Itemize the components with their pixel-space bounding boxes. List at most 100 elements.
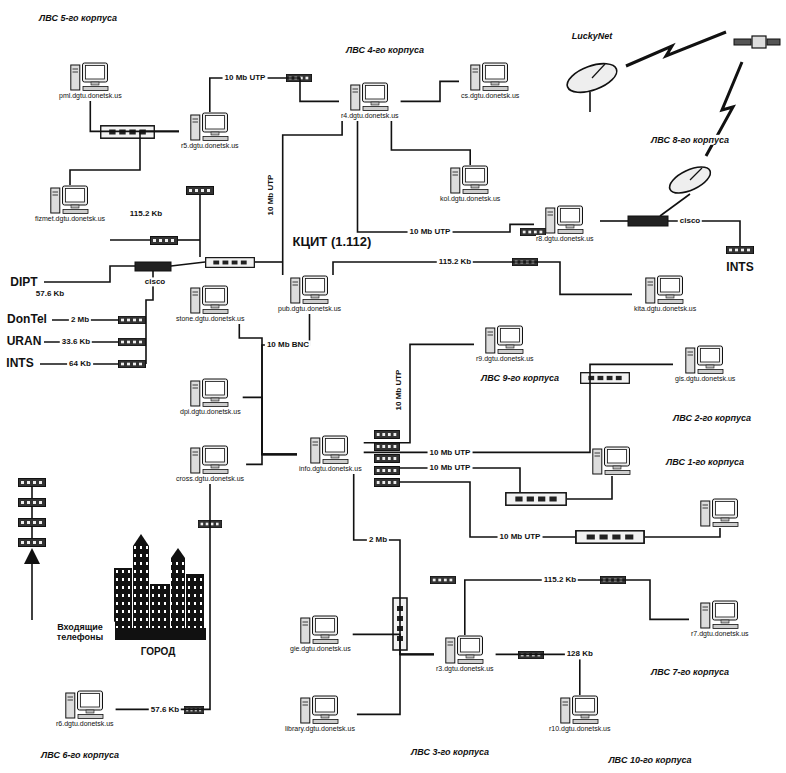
network-label: cisco (678, 216, 702, 225)
computer-icon (301, 696, 338, 724)
computer-icon (470, 62, 510, 92)
computer-icon (191, 113, 228, 141)
arrow-head (24, 548, 40, 564)
wire (567, 476, 612, 499)
link-speed: 10 Mb UTP (266, 173, 275, 218)
host-computer: r4.dgtu.donetsk.us (339, 82, 401, 121)
computer-icon (471, 63, 508, 91)
network-link (210, 78, 339, 112)
wire (589, 92, 591, 112)
network-device (576, 531, 644, 543)
network-label: DIPT (8, 276, 39, 290)
link-speed: 57.6 Kb (149, 705, 181, 714)
network-label: 2 Mb (69, 315, 91, 324)
network-device (628, 216, 668, 226)
host-name: r7.dgtu.donetsk.us (691, 630, 749, 639)
network-link (262, 314, 310, 455)
network-label: 115.2 Kb (128, 209, 164, 218)
workstation-icon (593, 447, 630, 475)
network-link (116, 484, 210, 710)
host-computer: info.dgtu.donetsk.us (297, 435, 364, 474)
computer-icon (300, 695, 340, 725)
network-device (374, 479, 399, 487)
network-link (465, 580, 689, 635)
network-device (506, 493, 566, 505)
host-name: info.dgtu.donetsk.us (299, 465, 362, 474)
city-illustration (133, 546, 149, 640)
host-name: r8.dgtu.donetsk.us (536, 235, 594, 244)
host-name: gis.dgtu.donetsk.us (675, 375, 735, 384)
network-device (19, 499, 46, 507)
host-computer: stone.dgtu.donetsk.us (174, 285, 247, 324)
network-link (357, 654, 434, 714)
computer-icon (701, 601, 738, 629)
network-label: DonTel (5, 313, 49, 327)
computer-icon (190, 378, 230, 408)
network-link (353, 634, 434, 654)
wire (400, 482, 575, 537)
network-device (119, 360, 146, 367)
host-computer: r5.dgtu.donetsk.us (179, 112, 241, 151)
network-device (374, 431, 399, 439)
lan-label: ЛВС 2-го корпуса (671, 413, 753, 423)
host-name: pml.dgtu.donetsk.us (59, 92, 122, 101)
link-speed: 115.2 Kb (437, 257, 473, 266)
satellite-link (690, 168, 702, 180)
computer-icon (446, 636, 483, 664)
network-link (333, 262, 632, 294)
satellite-link (563, 32, 780, 198)
lan-label: LuckyNet (570, 31, 615, 41)
computer-icon (351, 83, 388, 111)
wire (31, 482, 33, 544)
computer-icon (190, 285, 230, 315)
computer-icon (191, 446, 228, 474)
network-device (430, 576, 455, 583)
computer-icon (191, 286, 228, 314)
wire (171, 262, 205, 266)
wire (178, 239, 200, 241)
satellite-link (752, 36, 766, 48)
host-name: gie.dgtu.donetsk.us (290, 645, 351, 654)
computer-icon (50, 185, 90, 215)
wire (110, 239, 150, 241)
lan-label: ЛВС 10-го корпуса (606, 755, 693, 765)
city-illustration (133, 534, 149, 546)
host-name: cs.dgtu.donetsk.us (461, 92, 519, 101)
host-name: r3.dgtu.donetsk.us (436, 665, 494, 674)
network-device (581, 373, 630, 384)
host-name: r9.dgtu.donetsk.us (476, 355, 534, 364)
host-name: kol.dgtu.donetsk.us (440, 195, 500, 204)
wire (255, 261, 282, 263)
host-computer: cross.dgtu.donetsk.us (174, 445, 246, 484)
wire (199, 194, 201, 257)
computer-icon (65, 690, 105, 720)
host-computer: r6.dgtu.donetsk.us (54, 690, 116, 729)
host-name: stone.dgtu.donetsk.us (176, 315, 245, 324)
network-label: 10 Mb UTP (498, 532, 543, 541)
network-label: INTS (4, 357, 35, 371)
wire (32, 92, 740, 620)
network-label: 33.6 Kb (60, 337, 92, 346)
network-link (246, 454, 297, 464)
network-device (187, 187, 214, 195)
host-name: r5.dgtu.donetsk.us (181, 142, 239, 151)
computer-icon (350, 82, 390, 112)
lan-label: ЛВС 9-го корпуса (479, 373, 561, 383)
host-name: r10.dgtu.donetsk.us (549, 725, 611, 734)
network-link (401, 81, 459, 101)
network-device (727, 246, 754, 253)
host-name: dpi.dgtu.donetsk.us (180, 408, 241, 417)
wire (645, 528, 720, 537)
computer-icon (700, 600, 740, 630)
network-device (151, 237, 178, 245)
network-link (391, 121, 470, 165)
computer-icon (301, 616, 338, 644)
host-computer: r3.dgtu.donetsk.us (434, 635, 496, 674)
satellite-link (592, 64, 605, 78)
network-label: 10 Mb UTP (428, 463, 473, 472)
computer-icon (685, 345, 725, 375)
network-label: 64 Kb (67, 359, 93, 368)
host-computer: dpi.dgtu.donetsk.us (178, 378, 243, 417)
network-label: URAN (5, 335, 44, 349)
network-device (19, 74, 754, 713)
